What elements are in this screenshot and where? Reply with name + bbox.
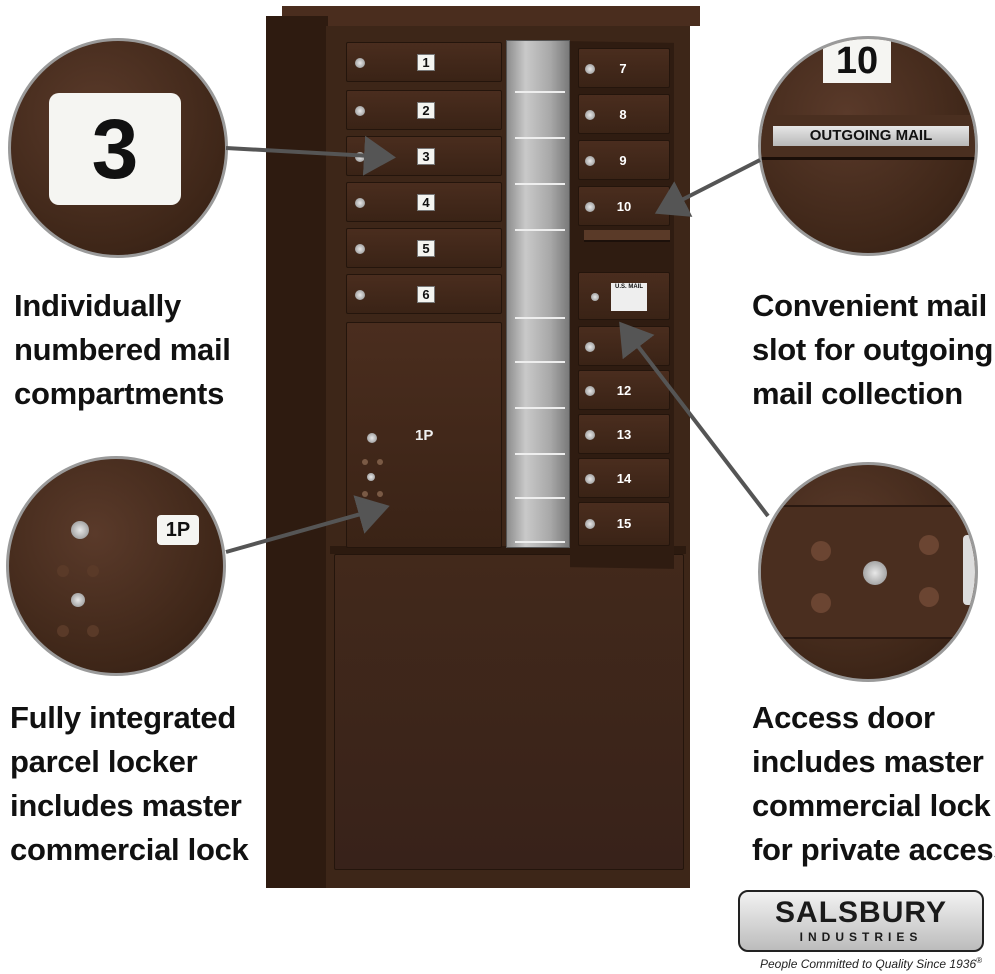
- door-12[interactable]: 12: [578, 370, 670, 410]
- lock-icon: [355, 152, 365, 162]
- door-5[interactable]: 5: [346, 228, 502, 268]
- stud: [377, 491, 383, 497]
- us-mail-plate: U.S. MAIL: [611, 283, 647, 311]
- master-lock-icon: [863, 561, 887, 585]
- door-8[interactable]: 8: [578, 94, 670, 134]
- stud: [811, 541, 831, 561]
- door-11[interactable]: [578, 326, 670, 366]
- stud: [57, 565, 69, 577]
- lock-icon: [355, 106, 365, 116]
- door-number: 2: [417, 102, 435, 119]
- lock-icon: [585, 386, 595, 396]
- door-number: 14: [616, 471, 632, 486]
- door-14[interactable]: 14: [578, 458, 670, 498]
- door-number: 12: [616, 383, 632, 398]
- door-number: 15: [616, 516, 632, 531]
- door-7[interactable]: 7: [578, 48, 670, 88]
- parcel-label: 1P: [415, 427, 434, 444]
- door-13[interactable]: 13: [578, 414, 670, 454]
- stud: [811, 593, 831, 613]
- lock-icon: [355, 58, 365, 68]
- lock-icon: [585, 519, 595, 529]
- plate-edge: [963, 535, 975, 605]
- outgoing-mail-slot[interactable]: [584, 230, 670, 242]
- stud: [362, 491, 368, 497]
- callout-access-lock: [758, 462, 978, 682]
- door-15[interactable]: 15: [578, 502, 670, 546]
- door-number: 5: [417, 240, 435, 257]
- parcel-lock-icon: [71, 521, 89, 539]
- door-number: 10: [616, 199, 632, 214]
- parcel-locker-door[interactable]: 1P: [346, 322, 502, 548]
- stud: [919, 535, 939, 555]
- stud: [362, 459, 368, 465]
- door-4[interactable]: 4: [346, 182, 502, 222]
- lock-icon: [585, 64, 595, 74]
- door-2[interactable]: 2: [346, 90, 502, 130]
- caption-numbered-compartments: Individually numbered mail compartments: [14, 288, 231, 411]
- callout-number-tag: 3: [8, 38, 228, 258]
- door-number: 8: [619, 107, 627, 122]
- stud: [377, 459, 383, 465]
- door-number: 3: [417, 148, 435, 165]
- lock-icon: [355, 290, 365, 300]
- door-6[interactable]: 6: [346, 274, 502, 314]
- caption-access-door: Access door includes master commercial l…: [752, 700, 995, 867]
- door-number: 6: [417, 286, 435, 303]
- door-number: 13: [616, 427, 632, 442]
- mailbox-cabinet: 1 2 3 4 5 6 1P 7 8 9 10 U.S. MA: [266, 6, 700, 888]
- stud: [87, 565, 99, 577]
- lock-icon: [585, 474, 595, 484]
- access-door[interactable]: [334, 554, 684, 870]
- door-1[interactable]: 1: [346, 42, 502, 82]
- stud: [919, 587, 939, 607]
- stud: [57, 625, 69, 637]
- door-9[interactable]: 9: [578, 140, 670, 180]
- open-interior: [506, 40, 570, 548]
- lock-icon: [355, 244, 365, 254]
- lock-icon: [585, 202, 595, 212]
- stud: [87, 625, 99, 637]
- lock-icon: [585, 430, 595, 440]
- callout-outgoing-slot: 10 OUTGOING MAIL: [758, 36, 978, 256]
- brand-logo: SALSBURY INDUSTRIES: [738, 890, 984, 952]
- caption-parcel-locker: Fully integrated parcel locker includes …: [10, 700, 249, 867]
- cabinet-top: [282, 6, 700, 26]
- cabinet-side: [266, 16, 328, 888]
- parcel-tag: 1P: [157, 515, 199, 545]
- lock-icon: [585, 156, 595, 166]
- master-panel: U.S. MAIL: [578, 272, 670, 320]
- door-number: 1: [417, 54, 435, 71]
- outgoing-mail-label: OUTGOING MAIL: [773, 126, 969, 146]
- parcel-lock-icon: [367, 433, 377, 443]
- lock-icon: [71, 593, 85, 607]
- lock-icon: [355, 198, 365, 208]
- lock-icon: [585, 110, 595, 120]
- master-lock-icon: [591, 293, 599, 301]
- callout-parcel-lock: 1P: [6, 456, 226, 676]
- brand-sub: INDUSTRIES: [799, 930, 923, 944]
- brand-name: SALSBURY: [775, 896, 947, 929]
- slot-number-tag: 10: [823, 39, 891, 83]
- door-number: 9: [619, 153, 627, 168]
- brand-tagline: People Committed to Quality Since 1936®: [760, 956, 983, 971]
- cabinet-divider: [330, 546, 686, 554]
- lock-icon: [367, 473, 375, 481]
- lock-icon: [585, 342, 595, 352]
- door-3[interactable]: 3: [346, 136, 502, 176]
- door-number: 4: [417, 194, 435, 211]
- number-tag: 3: [49, 93, 181, 205]
- door-number: 7: [619, 61, 627, 76]
- door-10[interactable]: 10: [578, 186, 670, 226]
- caption-outgoing-slot: Convenient mail slot for outgoing mail c…: [752, 288, 994, 411]
